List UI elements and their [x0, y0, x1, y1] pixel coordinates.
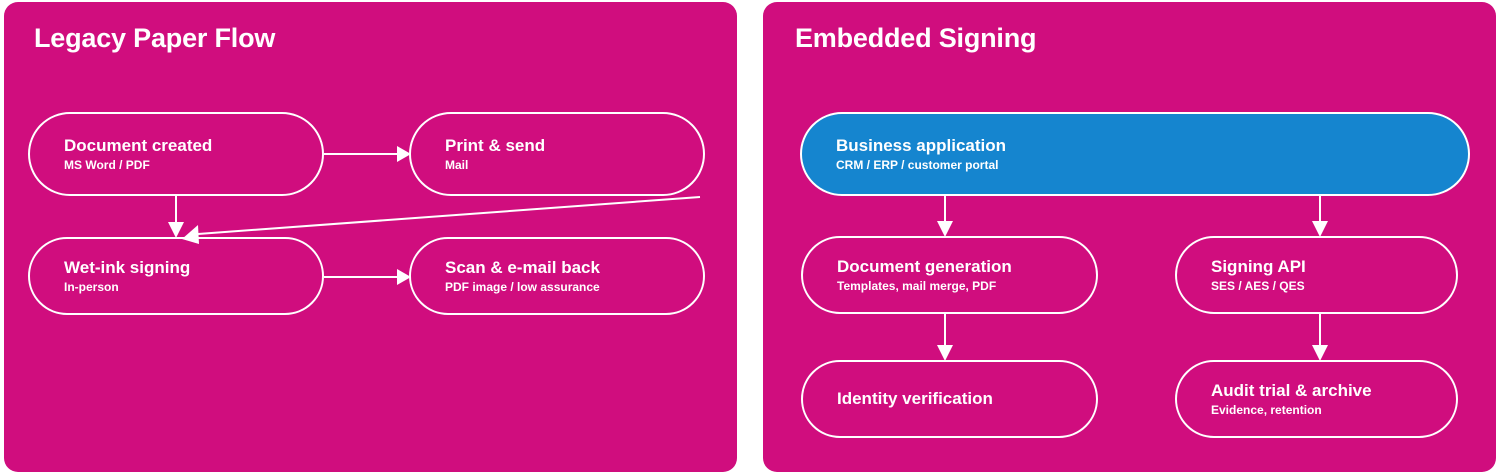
panel-title-embedded: Embedded Signing — [795, 23, 1037, 53]
node-title: Print & send — [445, 135, 546, 155]
panel-title-legacy: Legacy Paper Flow — [34, 23, 276, 53]
node-print-and-send[interactable]: Print & send Mail — [409, 112, 705, 196]
node-document-generation[interactable]: Document generation Templates, mail merg… — [801, 236, 1098, 314]
node-document-created[interactable]: Document created MS Word / PDF — [28, 112, 324, 196]
node-subtitle: Templates, mail merge, PDF — [837, 278, 997, 293]
node-subtitle: PDF image / low assurance — [445, 279, 600, 294]
node-scan-and-email-back[interactable]: Scan & e-mail back PDF image / low assur… — [409, 237, 705, 315]
node-subtitle: In-person — [64, 279, 119, 294]
node-identity-verification[interactable]: Identity verification — [801, 360, 1098, 438]
node-subtitle: CRM / ERP / customer portal — [836, 157, 999, 172]
node-title: Audit trial & archive — [1211, 380, 1372, 400]
node-title: Wet-ink signing — [64, 257, 191, 277]
node-title: Document generation — [837, 256, 1012, 276]
node-subtitle: MS Word / PDF — [64, 157, 150, 172]
node-title: Scan & e-mail back — [445, 257, 600, 277]
node-business-application[interactable]: Business application CRM / ERP / custome… — [800, 112, 1470, 196]
node-signing-api[interactable]: Signing API SES / AES / QES — [1175, 236, 1458, 314]
node-subtitle: Evidence, retention — [1211, 402, 1322, 417]
node-wet-ink-signing[interactable]: Wet-ink signing In-person — [28, 237, 324, 315]
node-title: Business application — [836, 135, 1007, 155]
node-subtitle: Mail — [445, 157, 469, 172]
node-audit-trial-and-archive[interactable]: Audit trial & archive Evidence, retentio… — [1175, 360, 1458, 438]
node-title: Identity verification — [837, 389, 993, 409]
node-title: Signing API — [1211, 256, 1306, 276]
node-title: Document created — [64, 135, 213, 155]
node-subtitle: SES / AES / QES — [1211, 278, 1305, 293]
